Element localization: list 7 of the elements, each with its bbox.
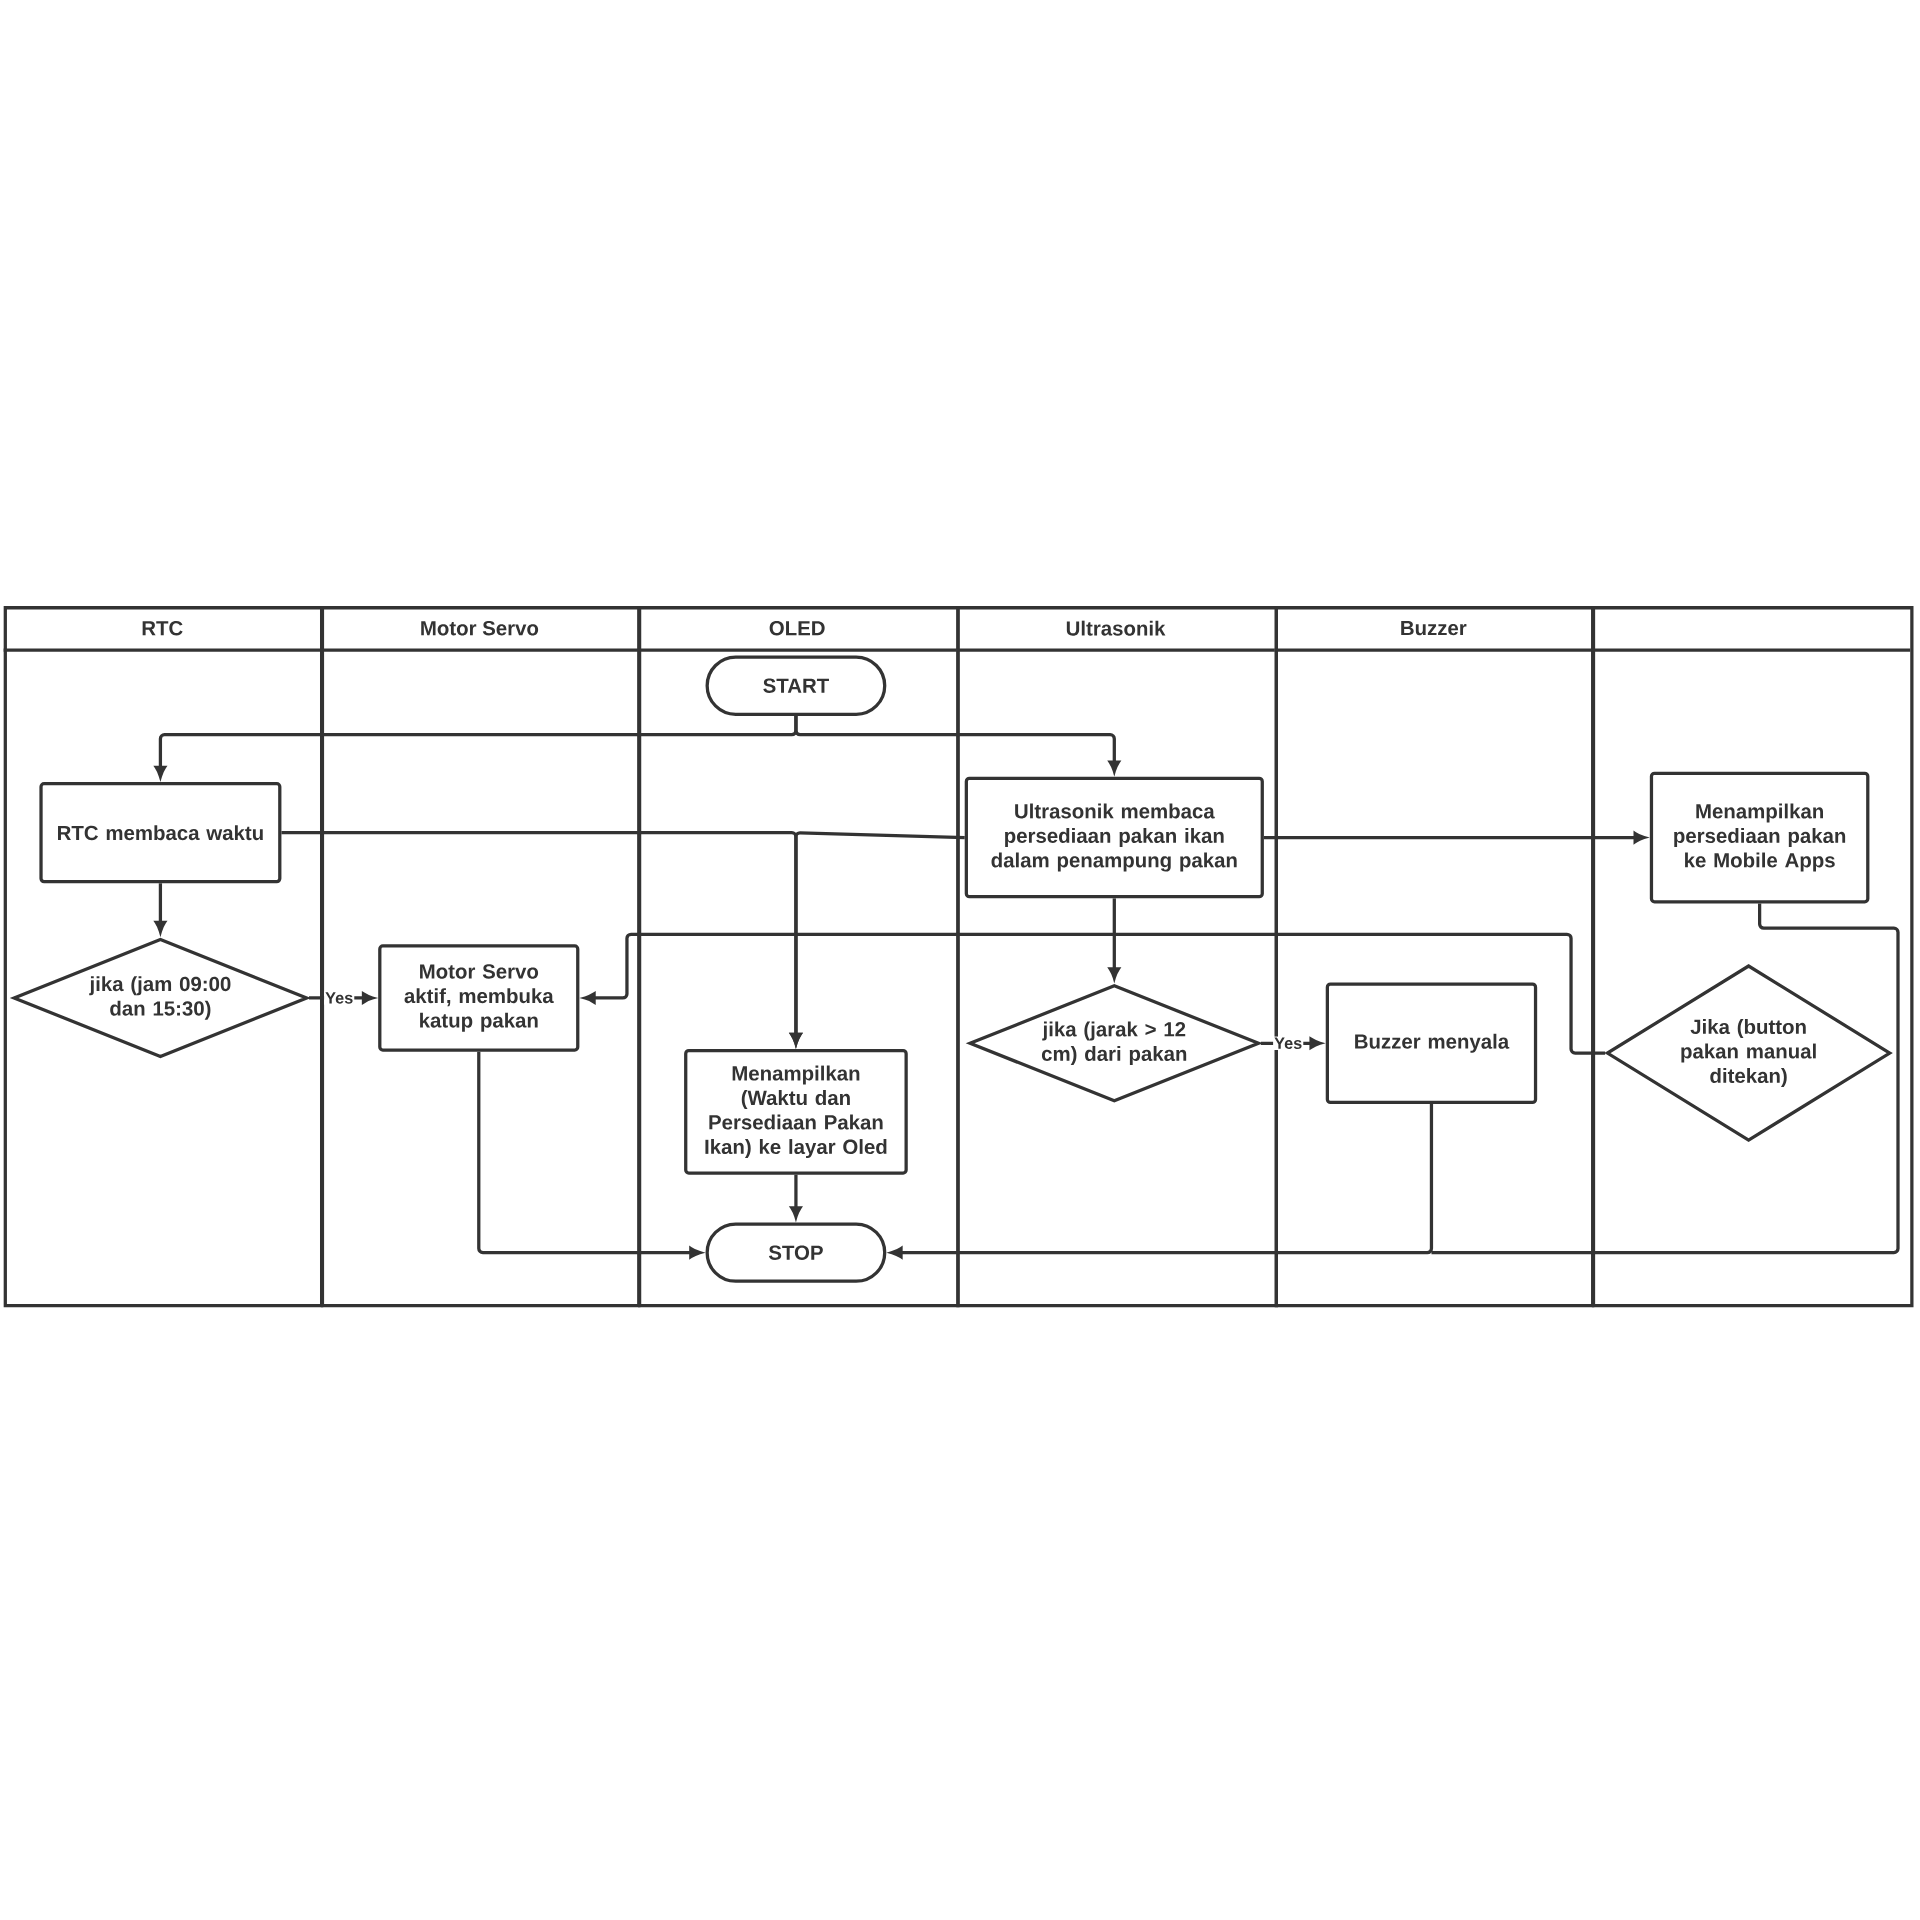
process-box: Menampilkan (Waktu dan Persediaan Pakan Ikan) ke layar Oled (684, 1049, 908, 1175)
process-box: Menampilkan persediaan pakan ke Mobile Apps (1649, 771, 1870, 904)
process-box: Buzzer menyala (1325, 982, 1538, 1105)
swimlane (1591, 606, 1914, 1308)
process-box: Motor Servo aktif, membuka katup pakan (378, 944, 580, 1052)
process-box: RTC membaca waktu (39, 782, 282, 884)
process-box: Ultrasonik membaca persediaan pakan ikan dalam penampung pakan (964, 776, 1264, 899)
